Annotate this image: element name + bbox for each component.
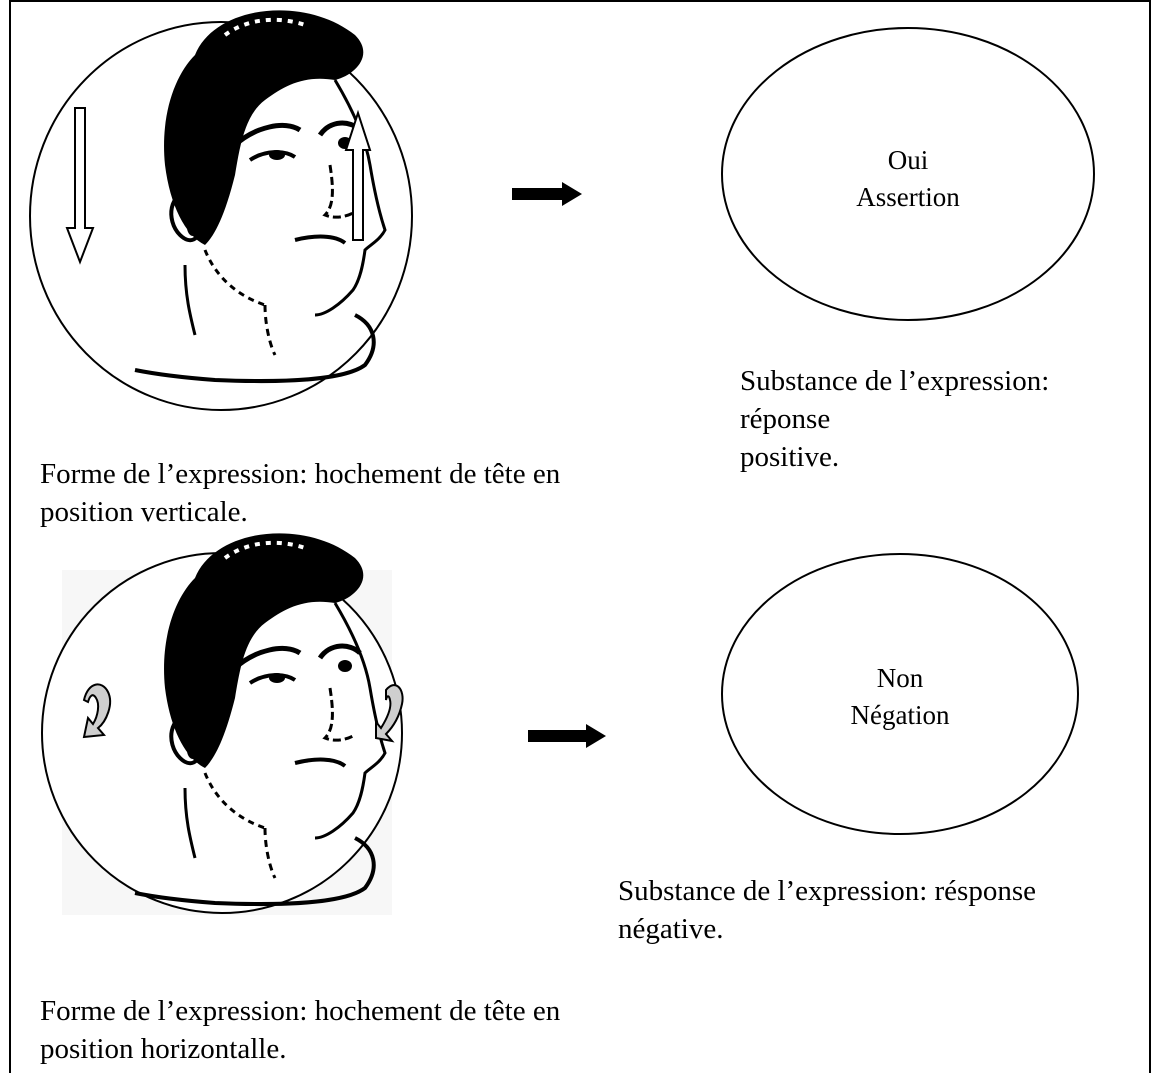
forme-caption-bottom: Forme de l’expression: hochement de tête… bbox=[40, 995, 561, 1065]
meaning-oval-bottom bbox=[721, 553, 1079, 835]
arrow-down-icon bbox=[65, 107, 95, 265]
substance-caption-top: Substance de l’expression: réponse posit… bbox=[740, 365, 1050, 473]
oval-word-non: Non bbox=[876, 663, 924, 693]
substance-caption-bottom: Substance de l’expression: résponse néga… bbox=[618, 875, 1036, 945]
oval-text-bottom: Non Négation bbox=[800, 660, 1000, 734]
oval-word-oui: Oui bbox=[887, 145, 929, 175]
diagram-frame bbox=[9, 0, 1151, 1073]
arrow-up-icon bbox=[344, 109, 372, 241]
oval-word-assertion: Assertion bbox=[856, 182, 960, 212]
forme-caption-top: Forme de l’expression: hochement de tête… bbox=[40, 458, 561, 528]
oval-word-negation: Négation bbox=[850, 700, 950, 730]
right-arrow-icon bbox=[512, 182, 582, 206]
right-arrow-icon-bottom bbox=[528, 724, 606, 748]
curved-arrow-right-icon bbox=[375, 684, 404, 743]
curved-arrow-left-icon bbox=[82, 683, 112, 739]
oval-text-top: Oui Assertion bbox=[808, 142, 1008, 216]
meaning-oval-top bbox=[721, 27, 1095, 321]
